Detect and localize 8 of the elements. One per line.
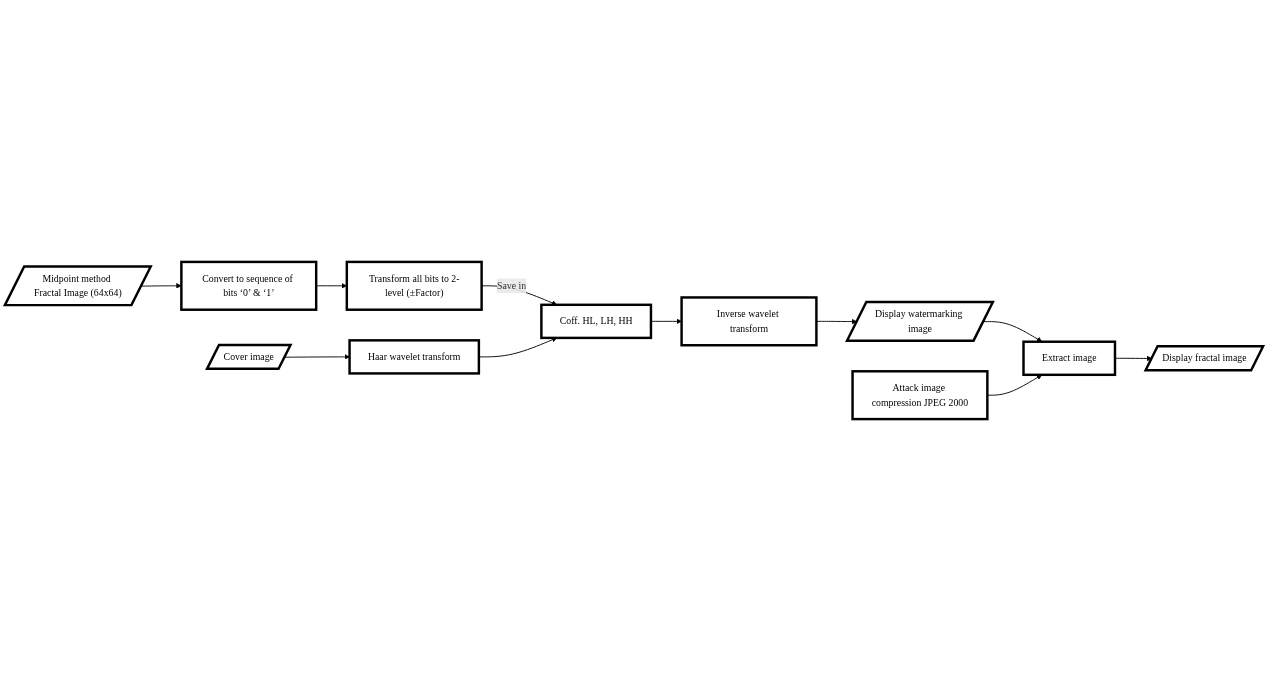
node-box: Extract image xyxy=(1022,340,1117,377)
edge-label: Save in xyxy=(496,280,527,291)
node-box: Coff. HL, LH, HH xyxy=(540,303,653,340)
node-box: Convert to sequence of bits ‘0’ & ‘1’ xyxy=(180,260,318,311)
node-box: Haar wavelet transform xyxy=(348,339,481,375)
node-box: Attack image compression JPEG 2000 xyxy=(851,370,989,421)
node-box: Inverse wavelet transform xyxy=(680,296,818,347)
node-box: Transform all bits to 2-level (±Factor) xyxy=(345,260,483,311)
